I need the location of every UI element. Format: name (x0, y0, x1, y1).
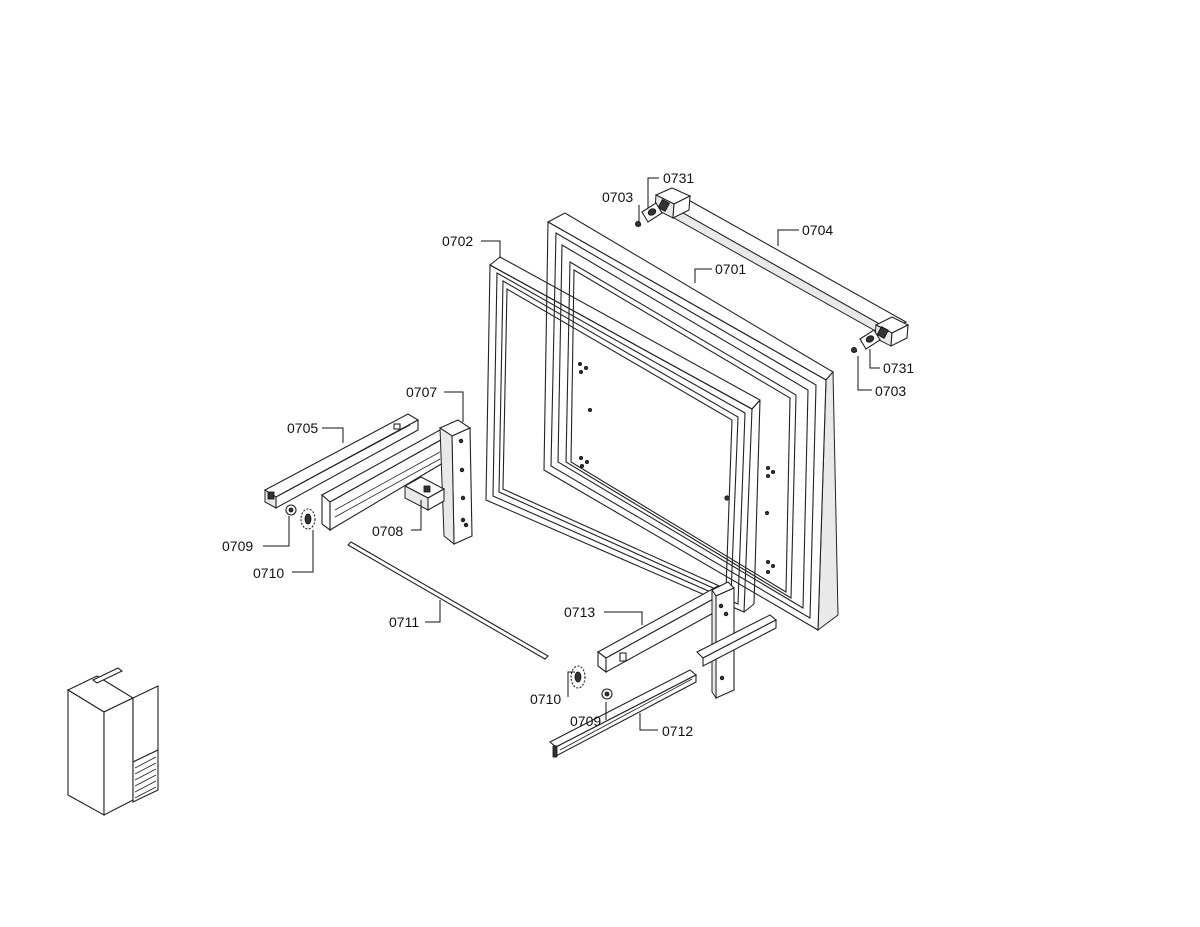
callout-0708: 0708 (372, 523, 403, 539)
left-slide-rail (263, 413, 420, 509)
callout-0707: 0707 (406, 384, 437, 400)
callout-0701: 0701 (715, 261, 746, 277)
callout-0704: 0704 (802, 222, 833, 238)
screw-top (635, 220, 642, 227)
door-outer-frame (543, 212, 839, 632)
callout-0711: 0711 (389, 614, 419, 630)
callout-0710-bottom: 0710 (530, 691, 561, 707)
leader-lines (263, 177, 880, 731)
callout-0713: 0713 (564, 604, 595, 620)
screw-right (851, 346, 858, 353)
left-drawer-bracket (321, 419, 473, 546)
damper-block (403, 476, 446, 511)
callout-0709-left: 0709 (222, 538, 253, 554)
bushing-bottom (601, 688, 613, 700)
handle-cap-top (641, 202, 663, 223)
callout-0702: 0702 (442, 233, 473, 249)
door-handle (654, 187, 910, 347)
connecting-shaft (347, 541, 549, 660)
door-screw-holes (578, 361, 776, 575)
handle-cap-right (859, 329, 881, 350)
bushing-left (285, 504, 297, 516)
callout-0705: 0705 (287, 420, 318, 436)
callout-0710-left: 0710 (253, 565, 284, 581)
thumbnail-hatching (134, 756, 157, 799)
right-slide-rail (549, 614, 777, 758)
gear-bottom (570, 665, 586, 689)
callout-0703-right: 0703 (875, 383, 906, 399)
gear-left (300, 508, 316, 530)
appliance-location-thumbnail (66, 667, 159, 816)
callout-0712: 0712 (662, 723, 693, 739)
callout-0709-bottom: 0709 (570, 713, 601, 729)
callout-0731-right: 0731 (883, 360, 914, 376)
right-drawer-bracket (596, 581, 735, 700)
part-callouts: 0731 0703 0704 0702 0701 0731 0703 0707 … (222, 170, 914, 739)
callout-0731-top: 0731 (663, 170, 694, 186)
callout-0703-top: 0703 (602, 189, 633, 205)
